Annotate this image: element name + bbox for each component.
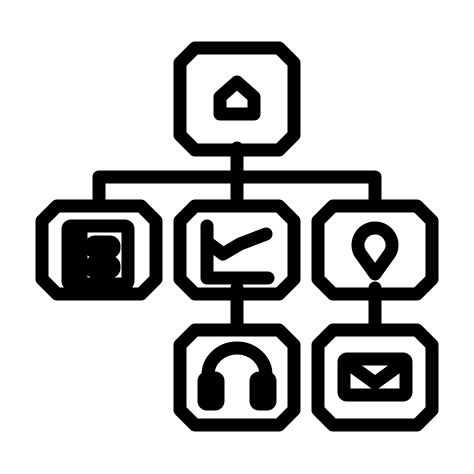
grandchild-node-envelope: [311, 323, 439, 432]
root-node: [173, 41, 301, 157]
envelope-icon: [337, 352, 413, 402]
child-node-frame: [311, 199, 439, 301]
child-node-frame: [173, 199, 301, 301]
grandchild-node-frame: [311, 323, 439, 432]
headphones-icon: [197, 341, 277, 411]
document-icon: [61, 219, 135, 291]
child-node-frame: [35, 199, 163, 301]
child-node-location: [311, 199, 439, 301]
grandchild-node-headphones: [173, 323, 301, 432]
location-pin-icon: [351, 221, 399, 281]
child-node-chart: [173, 199, 301, 301]
line-chart-icon: [200, 219, 275, 285]
child-node-document: [35, 199, 163, 301]
grandchild-node-frame: [173, 323, 301, 432]
home-icon: [213, 75, 261, 121]
root-node-frame: [173, 41, 301, 157]
